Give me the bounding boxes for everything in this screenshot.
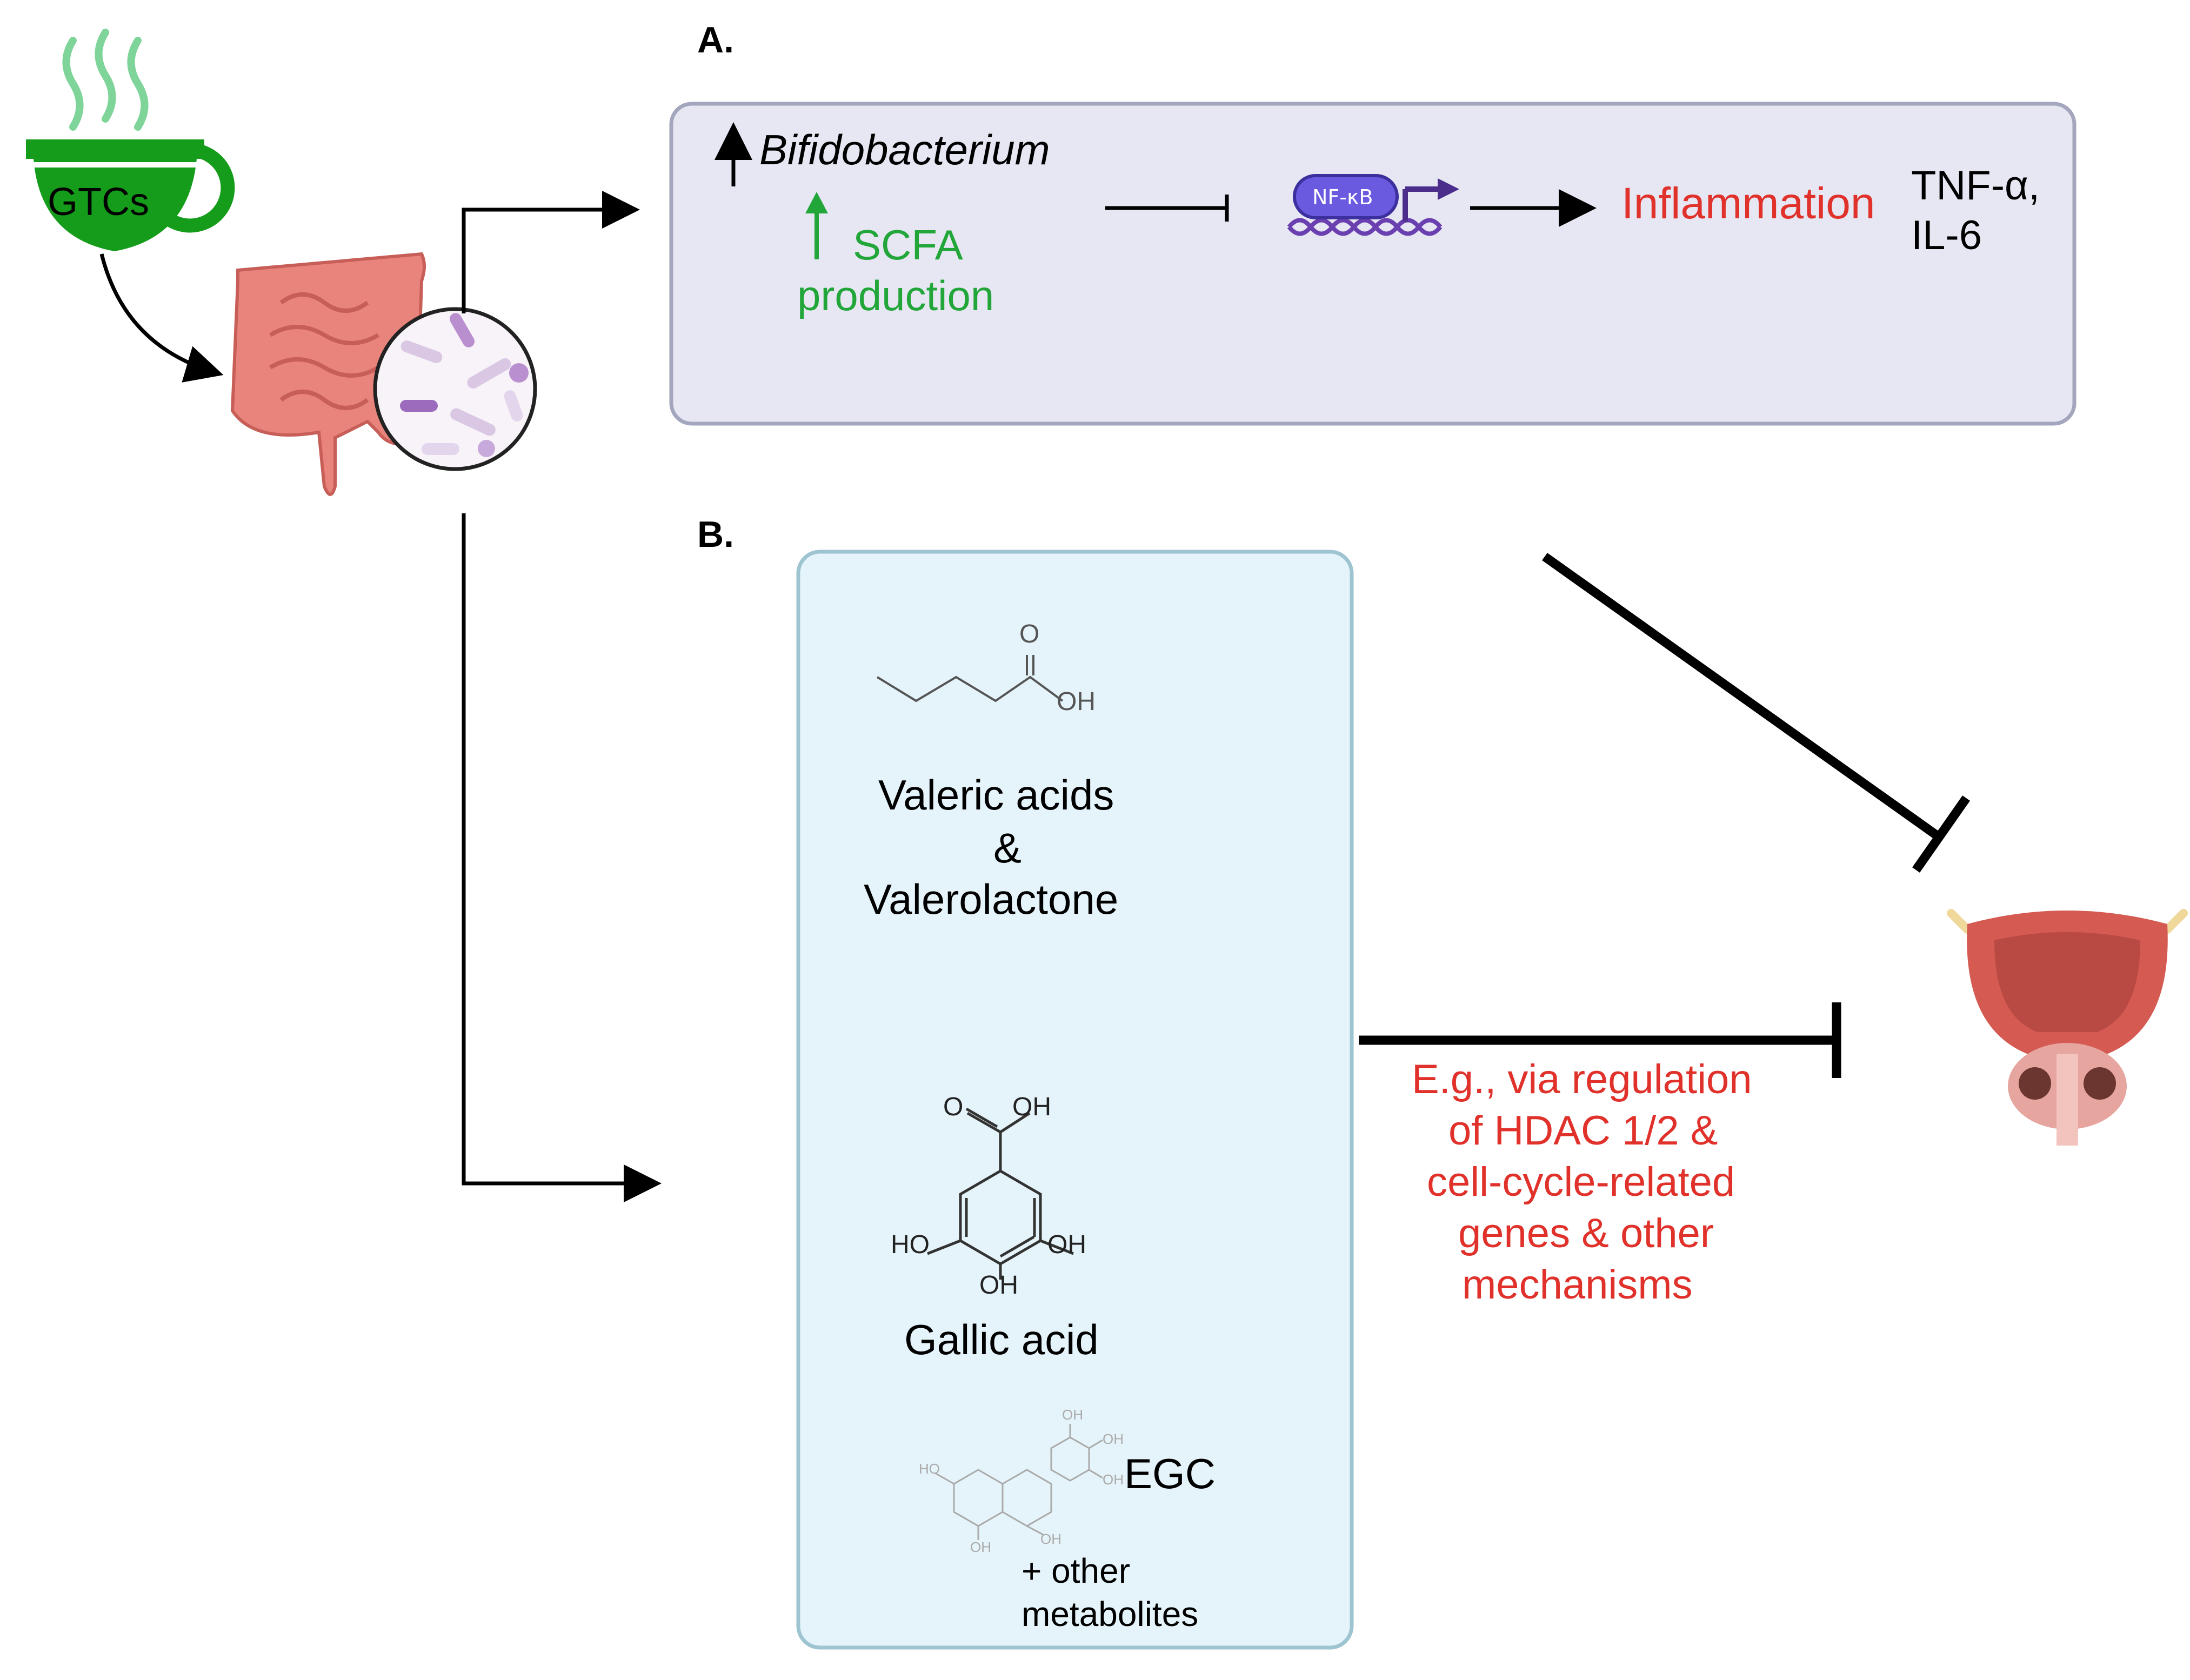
mechanism-line-1: E.g., via regulation bbox=[1412, 1056, 1752, 1102]
microbiome-icon bbox=[373, 307, 537, 471]
cytokine-label-1: TNF-α, bbox=[1911, 163, 2040, 209]
scfa-up-arrow bbox=[805, 192, 828, 259]
tea-label: GTCs bbox=[48, 180, 149, 224]
gallic-o-label: O bbox=[943, 1093, 964, 1121]
panel-a-box bbox=[669, 102, 2077, 426]
gallic-acid-label: Gallic acid bbox=[904, 1316, 1099, 1363]
scfa-production-label: production bbox=[797, 272, 994, 319]
intestine-icon bbox=[230, 252, 426, 496]
egc-oh-label-1: OH bbox=[970, 1539, 991, 1555]
valeric-acid-structure bbox=[876, 655, 1064, 702]
bifidobacterium-label: Bifidobacterium bbox=[759, 126, 1050, 173]
panel-b-box bbox=[796, 550, 1354, 1650]
nfkb-label: NF-κB bbox=[1312, 185, 1373, 209]
other-metabolites-label-2: metabolites bbox=[1021, 1595, 1199, 1634]
branch-arrow-b bbox=[462, 513, 662, 1202]
gallic-acid-structure bbox=[927, 1107, 1074, 1280]
inhibition-to-nfkb bbox=[1105, 195, 1229, 222]
mechanism-line-3: cell-cycle-related bbox=[1427, 1159, 1735, 1205]
egc-oh-label-5: OH bbox=[1103, 1471, 1124, 1488]
valerolactone-label: Valerolactone bbox=[864, 875, 1119, 923]
valeric-and-label: & bbox=[993, 824, 1022, 872]
cup-to-gut-arrow bbox=[99, 253, 224, 383]
gallic-oh-right-label: OH bbox=[1047, 1230, 1086, 1259]
other-metabolites-label-1: + other bbox=[1021, 1551, 1131, 1590]
scfa-label: SCFA bbox=[853, 221, 963, 269]
valeric-o-label: O bbox=[1019, 620, 1040, 648]
egc-oh-label-4: OH bbox=[1062, 1407, 1083, 1423]
nfkb-dna-icon bbox=[1287, 174, 1459, 236]
bladder-prostate-icon bbox=[1947, 909, 2188, 1146]
inhibition-a-to-prostate bbox=[1542, 553, 1970, 873]
valeric-acids-label: Valeric acids bbox=[878, 771, 1114, 819]
mechanism-line-4: genes & other bbox=[1458, 1210, 1714, 1256]
inflammation-label: Inflammation bbox=[1621, 179, 1875, 228]
mechanism-line-2: of HDAC 1/2 & bbox=[1448, 1108, 1718, 1154]
steam-icon bbox=[62, 29, 149, 131]
egc-label: EGC bbox=[1124, 1450, 1216, 1497]
inhibition-b-to-prostate bbox=[1359, 1002, 1841, 1078]
branch-arrow-a bbox=[462, 191, 640, 313]
gallic-oh-top-label: OH bbox=[1012, 1093, 1051, 1121]
valeric-oh-label: OH bbox=[1057, 687, 1096, 716]
gallic-oh-bottom-label: OH bbox=[979, 1271, 1018, 1300]
egc-structure bbox=[934, 1424, 1103, 1540]
egc-oh-label-2: OH bbox=[1040, 1531, 1061, 1547]
cytokine-label-2: IL-6 bbox=[1911, 212, 1982, 258]
egc-oh-label-3: OH bbox=[1103, 1431, 1124, 1447]
gallic-ho-left-label: HO bbox=[891, 1230, 930, 1259]
panel-b-label: B. bbox=[697, 514, 734, 555]
mechanism-line-5: mechanisms bbox=[1462, 1262, 1693, 1308]
tea-cup-icon bbox=[26, 139, 235, 251]
egc-ho-label: HO bbox=[919, 1461, 940, 1477]
panel-a-label: A. bbox=[697, 19, 734, 61]
